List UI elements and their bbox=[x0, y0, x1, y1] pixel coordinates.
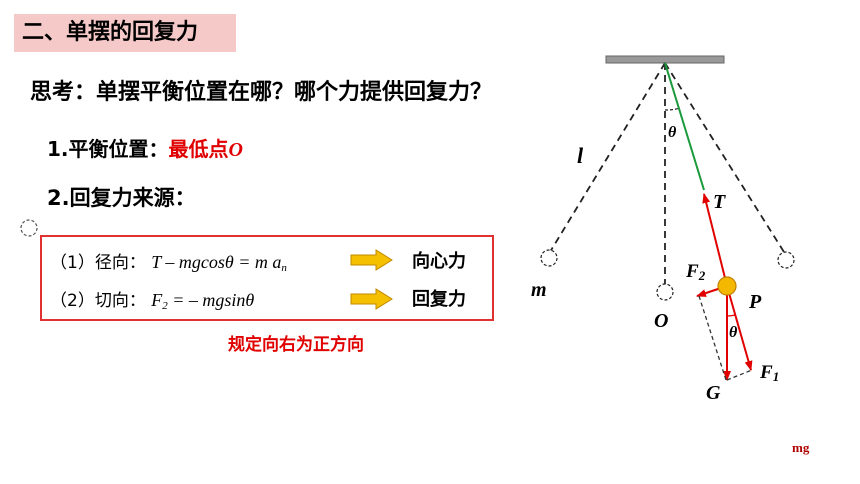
ceiling bbox=[605, 55, 725, 64]
tangential-row: （2）切向： F2 = – mgsinθ bbox=[50, 286, 254, 312]
radial-result: 向心力 bbox=[412, 251, 466, 272]
tension-arrow bbox=[702, 193, 728, 287]
string-left-dashed bbox=[549, 62, 666, 253]
dashed-marker-left bbox=[20, 219, 38, 237]
corner-mark: mg bbox=[792, 440, 810, 455]
bob-equilibrium-dashed bbox=[656, 283, 674, 301]
pendulum-string bbox=[664, 62, 705, 191]
angle-arc-bottom bbox=[726, 314, 736, 317]
label-T: T bbox=[713, 191, 726, 213]
balance-symbol: O bbox=[228, 139, 243, 161]
arrow-right-icon bbox=[350, 249, 393, 271]
tangential-result: 回复力 bbox=[412, 289, 466, 310]
source-title: 2.回复力来源： bbox=[47, 186, 196, 210]
label-theta-bottom: θ bbox=[729, 324, 738, 341]
tangential-formula: F2 = – mgsinθ bbox=[151, 290, 255, 312]
label-l: l bbox=[577, 143, 584, 168]
f1-arrow bbox=[726, 285, 753, 371]
radial-formula: T – mgcosθ = m an bbox=[151, 252, 287, 274]
tangential-label: （2）切向： bbox=[50, 291, 146, 311]
balance-answer: 最低点 bbox=[168, 137, 229, 161]
label-m: m bbox=[531, 279, 547, 301]
section-title: 二、单摆的回复力 bbox=[14, 14, 236, 52]
radial-label: （1）径向： bbox=[50, 253, 146, 273]
label-O: O bbox=[654, 310, 668, 332]
label-G: G bbox=[706, 382, 721, 404]
force-decomposition-box bbox=[40, 235, 494, 321]
radial-row: （1）径向： T – mgcosθ = m an bbox=[50, 248, 287, 274]
label-theta-top: θ bbox=[668, 124, 677, 141]
arrow-right-icon bbox=[350, 288, 393, 310]
dashed-side-left bbox=[698, 295, 727, 381]
label-F1: F1 bbox=[759, 362, 779, 384]
dashed-side-bottom bbox=[726, 369, 753, 381]
balance-prefix: 1.平衡位置： bbox=[47, 137, 169, 161]
balance-position-line: 1.平衡位置：最低点O bbox=[47, 133, 243, 162]
label-P: P bbox=[748, 291, 762, 313]
question-text: 思考：单摆平衡位置在哪？哪个力提供回复力？ bbox=[30, 80, 493, 105]
angle-arc-top bbox=[664, 107, 681, 111]
pendulum-bob bbox=[717, 276, 737, 296]
direction-note: 规定向右为正方向 bbox=[228, 335, 364, 355]
label-F2: F2 bbox=[685, 261, 706, 283]
bob-left-dashed bbox=[540, 249, 558, 267]
bob-right-dashed bbox=[777, 251, 795, 269]
string-right-dashed bbox=[664, 62, 785, 253]
